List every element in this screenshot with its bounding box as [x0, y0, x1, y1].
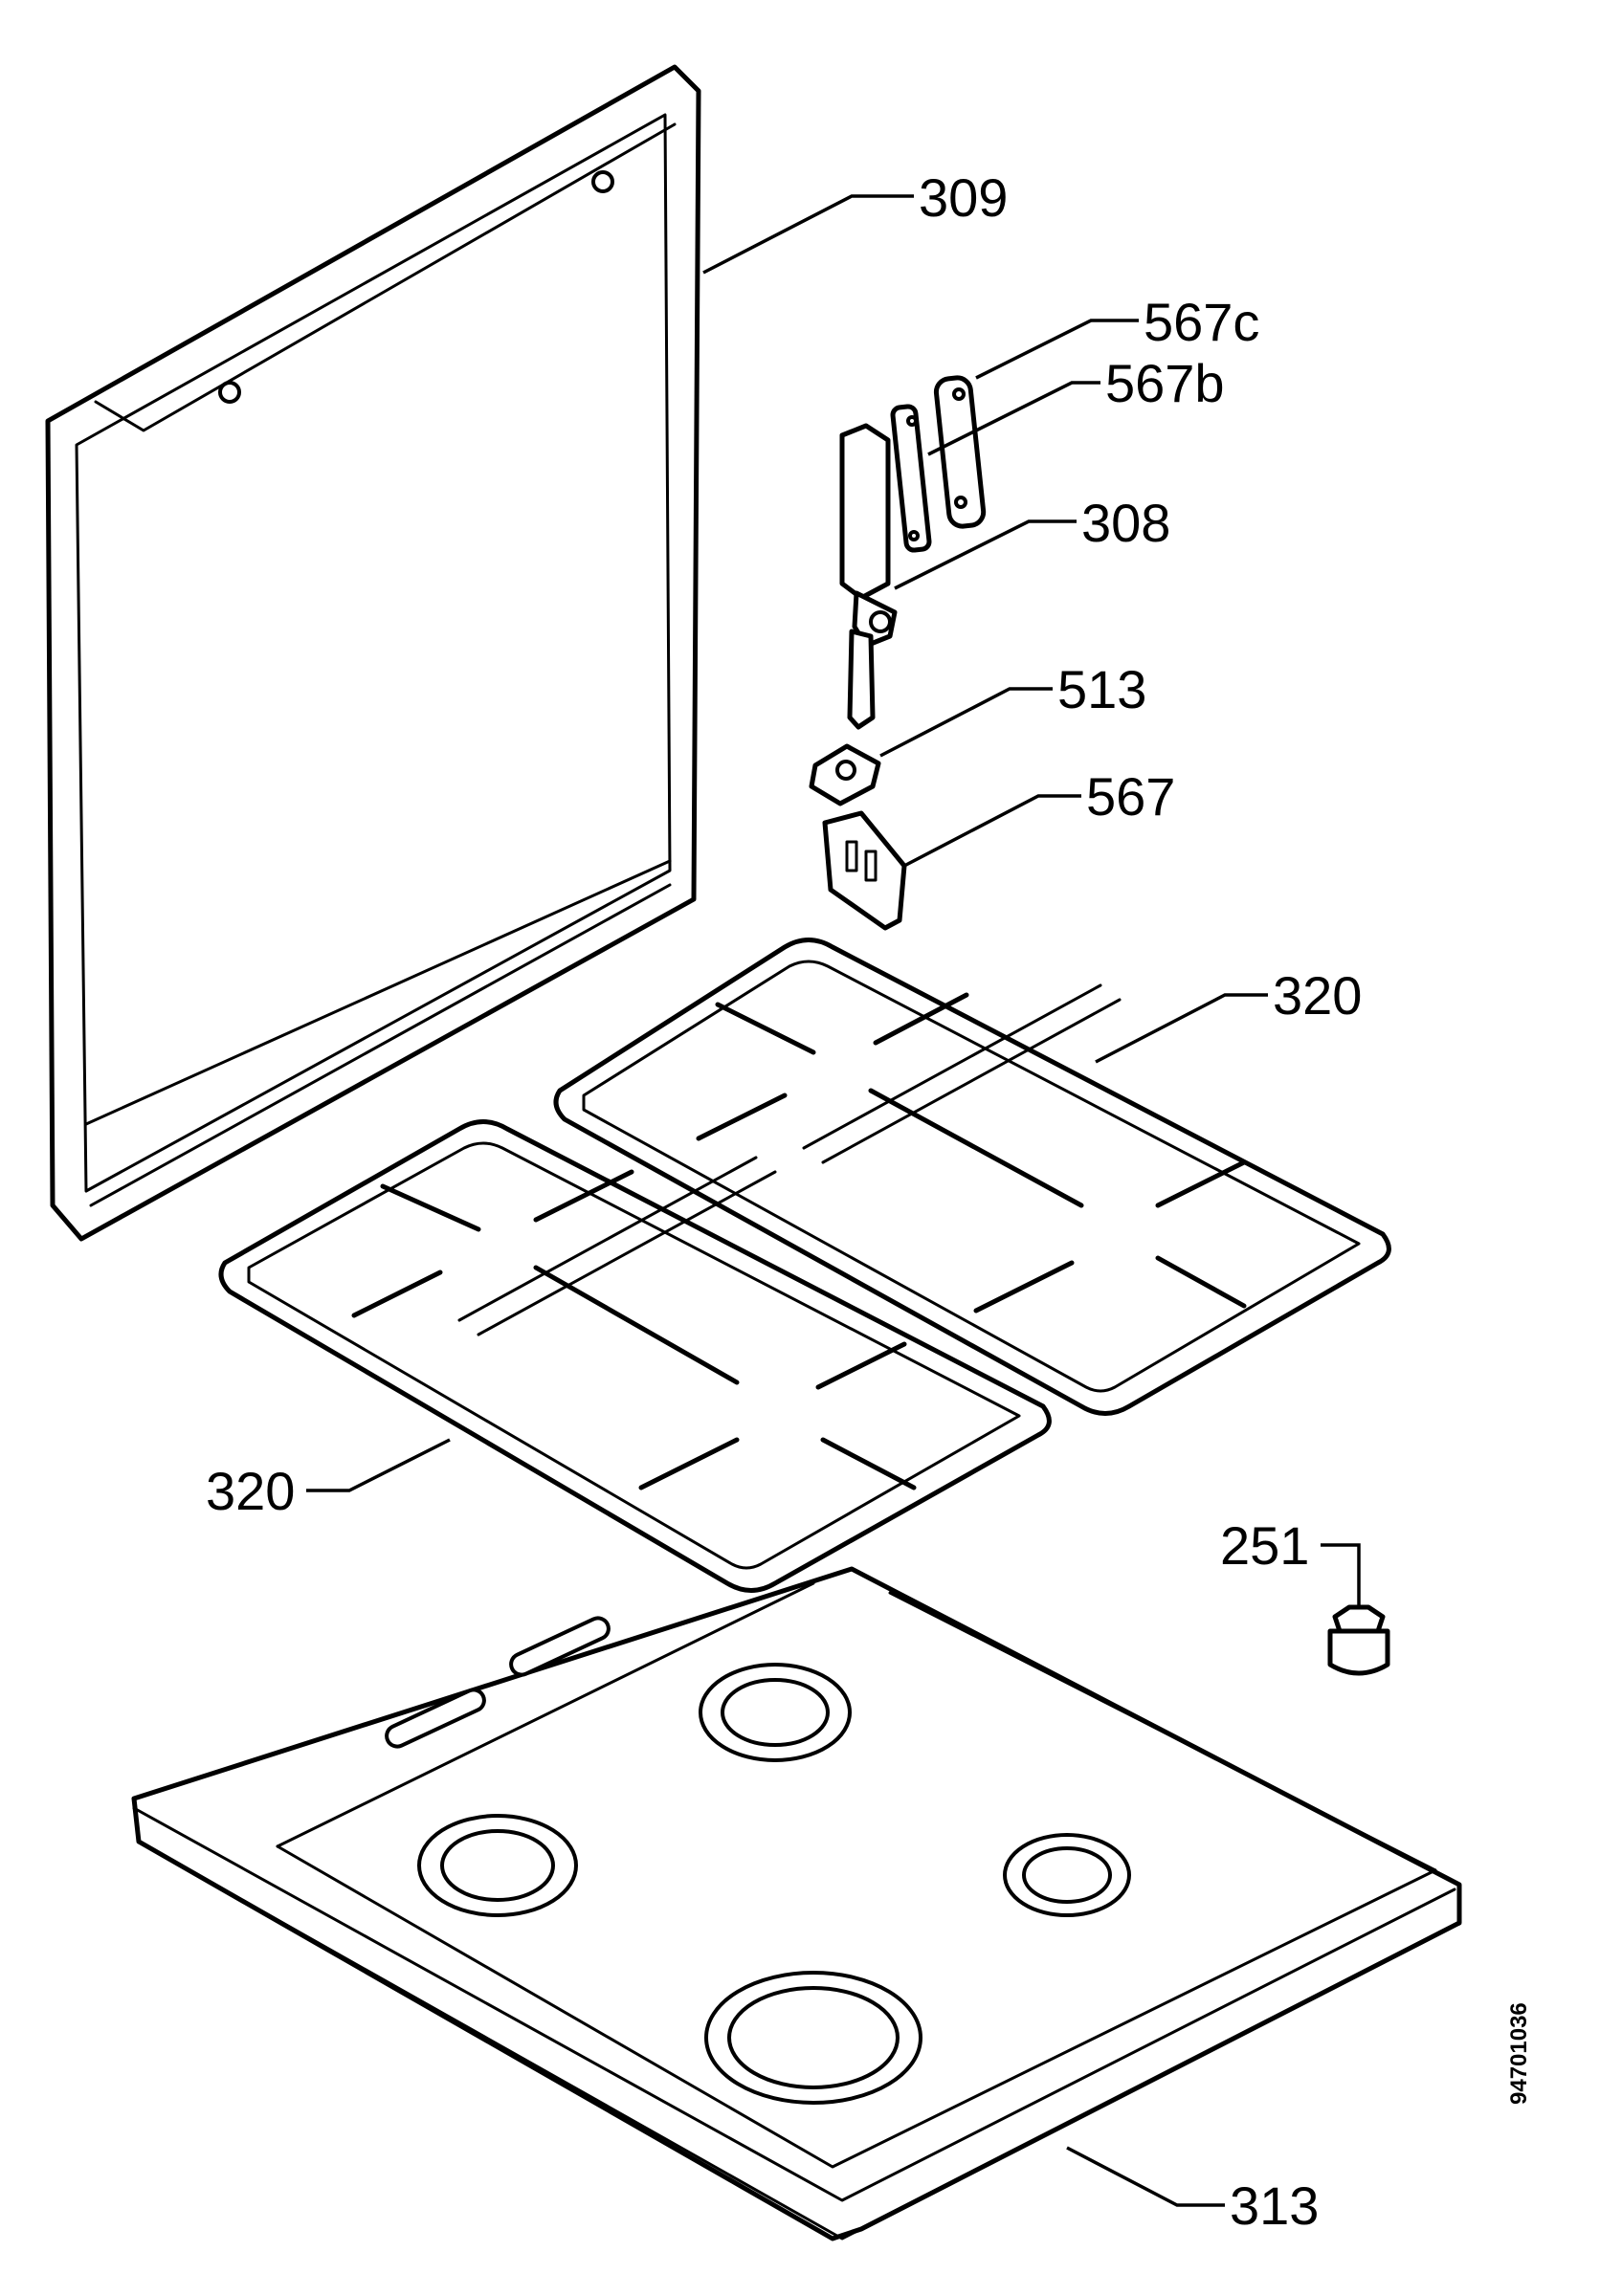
label-lid: 309: [919, 167, 1008, 228]
hinge-plate-part: [822, 810, 907, 931]
label-hinge-bracket: 513: [1057, 659, 1146, 719]
document-number: 94701036: [1506, 2002, 1532, 2105]
hinge-plate-b-part: [890, 404, 932, 553]
label-hinge-plate: 567: [1086, 766, 1175, 827]
knob-part: [1327, 1604, 1390, 1676]
callout-labels: 309 567c 567b 308 513 567 320 320 251 31…: [206, 167, 1362, 2236]
label-hinge-plate-b: 567b: [1105, 353, 1225, 413]
label-pan-support-left: 320: [206, 1461, 295, 1521]
hinge-bracket-part: [809, 743, 881, 806]
hinge-plate-c-part: [933, 375, 987, 529]
label-knob: 251: [1220, 1515, 1309, 1576]
label-hob-top: 313: [1230, 2175, 1319, 2236]
hob-top-part: [131, 1566, 1462, 2241]
lid-part: [45, 64, 701, 1242]
leader-lines: [306, 194, 1361, 2207]
label-hinge: 308: [1081, 493, 1170, 553]
hinge-part: [839, 423, 898, 730]
label-pan-support-right: 320: [1273, 965, 1362, 1026]
pan-support-left-part: [218, 1119, 1052, 1593]
pan-support-right-part: [553, 938, 1391, 1416]
label-hinge-plate-c: 567c: [1144, 292, 1259, 352]
